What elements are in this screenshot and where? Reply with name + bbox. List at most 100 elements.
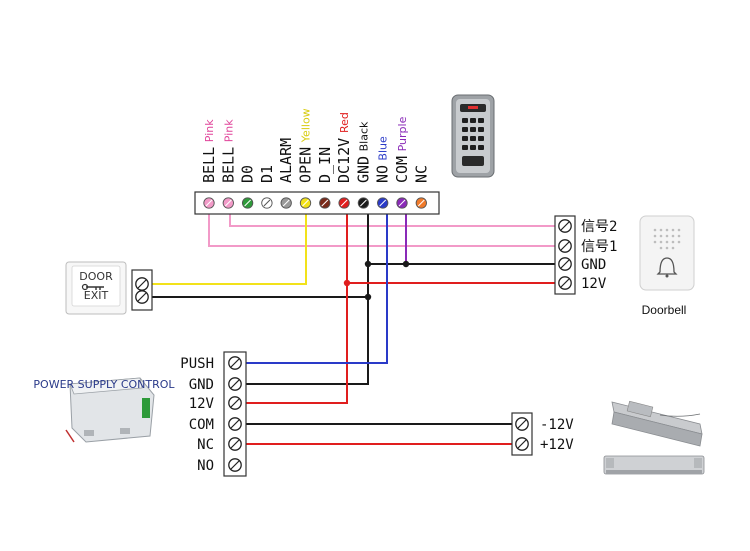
magnetic-lock-image [603, 455, 705, 475]
terminal-label: 12V [189, 396, 215, 412]
terminal-screw-slot [560, 221, 570, 231]
electric-bolt-lock-image [611, 400, 703, 447]
pin-wire-color-label: Purple [396, 116, 409, 151]
pin-screw-slot [398, 199, 406, 207]
terminal-screw-slot [230, 439, 240, 449]
pin-label: D0 [239, 165, 257, 183]
terminal-strip-body [194, 191, 440, 215]
wire-bell-1 [208, 210, 555, 247]
pin-screw-slot [205, 199, 213, 207]
wire-open-yellow [152, 210, 307, 285]
terminal-label: 信号1 [581, 239, 617, 255]
keypad-keys [462, 118, 484, 150]
terminal-screw-slot [517, 419, 527, 429]
pin-screw-slot [321, 199, 329, 207]
pin-label: D1 [258, 165, 276, 183]
terminal-label: PUSH [180, 356, 214, 372]
wire-bell-2 [229, 210, 555, 227]
pin-screw-slot [244, 199, 251, 207]
junction-dot [343, 279, 351, 287]
wires [152, 210, 555, 445]
power-supply: POWER SUPPLY CONTROL PUSH GND 12V COM NC NO [33, 351, 247, 477]
pin-screw-slot [302, 199, 309, 207]
doorbell-caption: Doorbell [642, 303, 687, 317]
lock-terminals: -12V +12V [515, 417, 574, 453]
terminal-screw-slot [230, 419, 240, 429]
lock-terminal-block: -12V +12V [511, 412, 574, 456]
terminal-screw-slot [230, 398, 240, 408]
wire-dc12v-red [235, 210, 348, 404]
pin-dots [203, 197, 427, 209]
doorbell-image [639, 215, 695, 291]
terminal-label: 信号2 [581, 219, 617, 235]
terminal-label: -12V [540, 417, 574, 433]
power-supply-terminals: PUSH GND 12V COM NC NO [180, 356, 242, 474]
pin-wire-color-label: Blue [377, 136, 390, 161]
key-icon [86, 286, 104, 290]
terminal-screw-slot [137, 292, 147, 302]
bell-icon [656, 257, 678, 275]
pin-label: D_IN [316, 147, 334, 183]
terminal-screw-slot [560, 241, 570, 251]
pin-wire-color-label: Pink [203, 119, 216, 142]
exit-button-image: DOOR EXIT [65, 261, 127, 315]
wire-no-blue [235, 210, 388, 364]
keypad-reader-image [451, 94, 495, 178]
terminal-screw-slot [230, 379, 240, 389]
wire-exit-black [152, 264, 369, 298]
pin-screw-slot [417, 199, 425, 207]
pin-label: COM [393, 156, 411, 183]
terminal-label: NO [197, 458, 214, 474]
pin-label: ALARM [277, 138, 295, 183]
terminal-label: GND [189, 377, 214, 393]
power-supply-terminal-block: PUSH GND 12V COM NC NO [180, 351, 247, 477]
pin-screw-slot [263, 199, 271, 207]
terminal-label: NC [197, 437, 214, 453]
pin-label: OPEN [297, 147, 315, 183]
junction-dot [364, 293, 372, 301]
pin-screw-slot [360, 199, 367, 207]
pin-wire-color-label: Pink [222, 119, 235, 142]
exit-button-line1: DOOR [79, 270, 113, 283]
terminal-screw-slot [230, 358, 240, 368]
pin-screw-slot [224, 199, 232, 207]
junction-dot [402, 260, 410, 268]
junction-dot [364, 260, 372, 268]
exit-button-line2: EXIT [84, 289, 109, 302]
exit-button-terminals [135, 277, 149, 304]
terminal-label: 12V [581, 276, 607, 292]
pin-label: DC12V [335, 138, 353, 183]
exit-button: DOOR EXIT [65, 261, 153, 315]
wire-gnd-black [235, 210, 369, 385]
terminal-screw-slot [230, 460, 240, 470]
terminal-label: +12V [540, 437, 574, 453]
pin-screw-slot [340, 199, 348, 207]
terminal-screw-slot [517, 439, 527, 449]
terminal-screw-slot [560, 259, 570, 269]
pin-label: NC [412, 165, 430, 183]
terminal-label: COM [189, 417, 214, 433]
pin-label: NO [374, 165, 392, 183]
terminal-screw-slot [560, 278, 570, 288]
power-supply-nameplate: POWER SUPPLY CONTROL [33, 378, 175, 391]
power-supply-image: POWER SUPPLY CONTROL [33, 377, 175, 443]
exit-button-terminal-block [131, 269, 153, 311]
pin-label: GND [354, 156, 372, 183]
pin-wire-color-label: Red [338, 112, 351, 133]
pin-screw-slot [282, 199, 290, 207]
pin-label: BELL [200, 147, 218, 183]
lock: -12V +12V [511, 400, 705, 475]
pin-wire-color-label: Yellow [300, 108, 313, 143]
pin-wire-color-label: Black [357, 121, 370, 151]
terminal-label: GND [581, 257, 606, 273]
pin-screw-slot [379, 199, 387, 207]
terminal-screw-slot [137, 279, 147, 289]
pin-label: BELL [219, 147, 237, 183]
